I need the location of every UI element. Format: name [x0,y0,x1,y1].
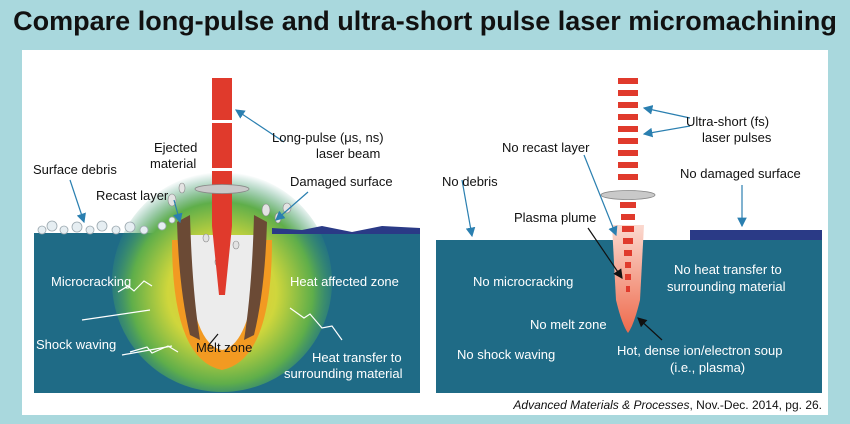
heat-transfer-label-line1: Heat transfer to [312,350,402,365]
long-pulse-beam-label-line2: laser beam [316,146,380,161]
citation: Advanced Materials & Processes, Nov.-Dec… [513,398,822,412]
plasma-soup-label-line1: Hot, dense ion/electron soup [617,343,783,358]
no-debris-label: No debris [442,174,498,189]
shock-waving-label: Shock waving [36,337,116,352]
surface-debris-label: Surface debris [33,162,117,177]
no-damaged-surface-label: No damaged surface [680,166,801,181]
damaged-surface-label: Damaged surface [290,174,393,189]
ultra-short-pulses-label-line2: laser pulses [702,130,772,145]
plasma-plume-leader [587,227,623,279]
left-focusing-lens [194,184,250,194]
recast-layer-wall-left [177,215,200,340]
citation-details: , Nov.-Dec. 2014, pg. 26. [689,398,822,412]
long-pulse-beam-label-line1: Long-pulse (μs, ns) [272,130,384,145]
left-white-arrows [81,309,173,356]
citation-journal: Advanced Materials & Processes [513,398,690,412]
damaged-surface [272,226,420,234]
plasma-soup-label-line2: (i.e., plasma) [670,360,745,375]
plasma-soup-leader [637,317,663,341]
plasma-plume-label: Plasma plume [514,210,596,225]
heat-transfer-label-line2: surrounding material [284,366,403,381]
diagram-canvas: Long-pulse (μs, ns) laser beam Ejected m… [33,78,822,393]
ultra-short-pulse-diagram [436,78,822,393]
left-leader-arrows [69,109,309,224]
ultra-short-pulses-label-line1: Ultra-short (fs) [686,114,769,129]
no-microcracking-label: No microcracking [473,274,573,289]
ultra-short-laser-pulses [618,78,638,292]
no-melt-zone-label: No melt zone [530,317,607,332]
no-recast-layer-label: No recast layer [502,140,590,155]
no-heat-transfer-label-line2: surrounding material [667,279,786,294]
right-leader-arrows [461,105,747,238]
right-focusing-lens [600,190,656,200]
diagram-panel: Long-pulse (μs, ns) laser beam Ejected m… [22,50,828,415]
recast-layer-label: Recast layer [96,188,169,203]
figure-title: Compare long-pulse and ultra-short pulse… [13,6,837,36]
no-damaged-surface-strip [690,230,822,240]
ejected-material-label-line2: material [150,156,196,171]
ejected-material-label-line1: Ejected [154,140,197,155]
recast-layer-wall-right [244,215,267,340]
heat-affected-zone-label: Heat affected zone [290,274,399,289]
surface-debris [37,216,176,235]
melt-zone-leader [207,333,219,347]
microcracking-label: Microcracking [51,274,131,289]
melt-zone-label: Melt zone [196,340,252,355]
no-shock-waving-label: No shock waving [457,347,555,362]
no-heat-transfer-label-line1: No heat transfer to [674,262,782,277]
long-pulse-diagram [34,78,420,393]
microcracks [117,280,343,354]
